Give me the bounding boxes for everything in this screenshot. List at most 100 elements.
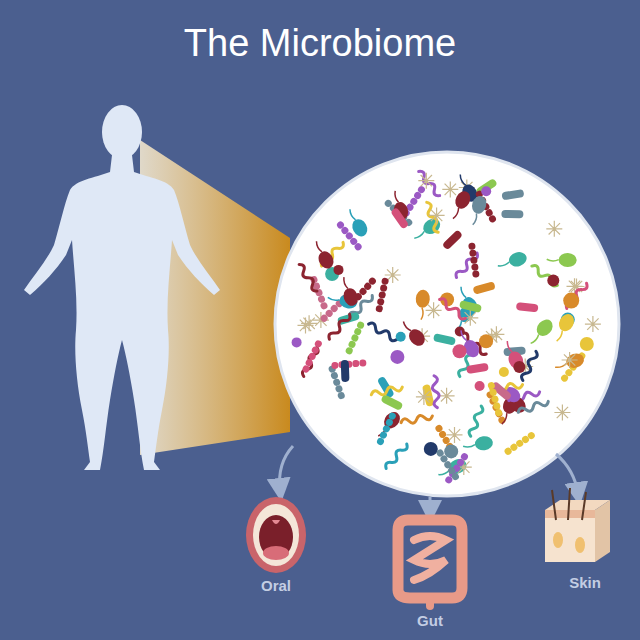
microbe bbox=[479, 334, 493, 348]
microbe bbox=[433, 333, 456, 346]
title: The Microbiome bbox=[0, 22, 640, 65]
microbe bbox=[367, 322, 398, 343]
microbe bbox=[560, 373, 570, 383]
microbe bbox=[345, 346, 354, 355]
microbe bbox=[402, 322, 411, 332]
microbe bbox=[580, 337, 594, 351]
microbe bbox=[474, 435, 494, 451]
microbe bbox=[460, 287, 466, 299]
microbe bbox=[556, 311, 577, 333]
microbe bbox=[472, 281, 495, 294]
arrow bbox=[429, 497, 432, 512]
microbe bbox=[459, 300, 482, 313]
microbe bbox=[390, 350, 404, 364]
microbe bbox=[453, 344, 467, 358]
microbe bbox=[292, 337, 302, 347]
microbe bbox=[376, 437, 385, 446]
microbe bbox=[334, 265, 344, 275]
microbe bbox=[301, 346, 319, 378]
microbe bbox=[530, 264, 559, 288]
microbe bbox=[547, 259, 559, 261]
skin-icon bbox=[545, 488, 610, 562]
microbe bbox=[531, 334, 540, 344]
microbe bbox=[378, 291, 386, 299]
microbe bbox=[341, 360, 350, 382]
microbe bbox=[503, 446, 513, 456]
arrow bbox=[280, 446, 293, 490]
microbe bbox=[558, 253, 576, 268]
microbe bbox=[491, 395, 500, 404]
microbe bbox=[424, 442, 438, 456]
microbe bbox=[499, 367, 509, 377]
microbe bbox=[452, 189, 473, 211]
microbe bbox=[563, 293, 579, 309]
microbe bbox=[442, 229, 463, 250]
microbe bbox=[331, 362, 339, 370]
microbe bbox=[455, 327, 465, 337]
microbe bbox=[498, 262, 510, 267]
microbe bbox=[438, 297, 467, 321]
zoom-circle bbox=[275, 152, 619, 496]
site-label: Oral bbox=[261, 577, 291, 594]
microbe bbox=[384, 442, 409, 470]
microbe bbox=[533, 316, 555, 339]
microbe bbox=[562, 352, 578, 368]
microbe bbox=[442, 181, 458, 197]
microbe bbox=[554, 405, 570, 421]
microbe bbox=[416, 170, 442, 198]
microbe bbox=[447, 427, 463, 443]
microbe-cluster bbox=[292, 170, 601, 485]
microbe bbox=[343, 277, 348, 289]
microbe bbox=[415, 289, 431, 308]
microbe bbox=[327, 312, 352, 341]
microbe bbox=[337, 391, 346, 400]
microbe bbox=[468, 405, 484, 437]
microbe bbox=[429, 207, 445, 223]
microbe bbox=[375, 305, 383, 313]
microbe bbox=[390, 207, 409, 230]
microbe bbox=[513, 361, 525, 373]
microbe bbox=[414, 231, 425, 239]
microbe bbox=[353, 242, 363, 252]
microbe bbox=[400, 413, 433, 426]
microbe bbox=[298, 317, 314, 333]
arrow bbox=[556, 454, 578, 494]
microbe bbox=[506, 341, 512, 353]
microbe bbox=[380, 284, 388, 292]
microbe bbox=[488, 214, 497, 223]
microbe bbox=[475, 381, 485, 391]
microbe bbox=[297, 263, 320, 293]
microbe bbox=[377, 298, 385, 306]
microbe bbox=[439, 388, 455, 404]
microbe bbox=[516, 302, 539, 312]
microbe bbox=[472, 270, 480, 278]
microbe bbox=[502, 413, 508, 425]
microbe bbox=[487, 381, 496, 390]
microbe bbox=[481, 186, 491, 196]
microbe bbox=[547, 275, 559, 287]
mouth-icon bbox=[246, 497, 306, 573]
microbe bbox=[468, 242, 476, 250]
microbe bbox=[473, 213, 478, 225]
microbe bbox=[341, 286, 360, 308]
microbe bbox=[453, 208, 460, 219]
microbe bbox=[380, 394, 403, 411]
microbe bbox=[494, 408, 503, 417]
microbe bbox=[470, 256, 478, 264]
microbe bbox=[585, 316, 601, 332]
microbe bbox=[471, 263, 479, 271]
microbe bbox=[335, 384, 344, 393]
microbe bbox=[327, 297, 339, 301]
human-figure bbox=[24, 105, 220, 470]
microbe bbox=[466, 363, 489, 374]
microbe bbox=[319, 313, 329, 323]
microbe bbox=[564, 351, 585, 370]
microbe bbox=[520, 350, 538, 382]
microbe bbox=[396, 332, 406, 342]
microbe bbox=[416, 389, 432, 405]
microbe bbox=[349, 209, 356, 220]
microbe bbox=[501, 189, 524, 200]
microbe bbox=[557, 331, 564, 342]
microbe bbox=[451, 472, 461, 482]
